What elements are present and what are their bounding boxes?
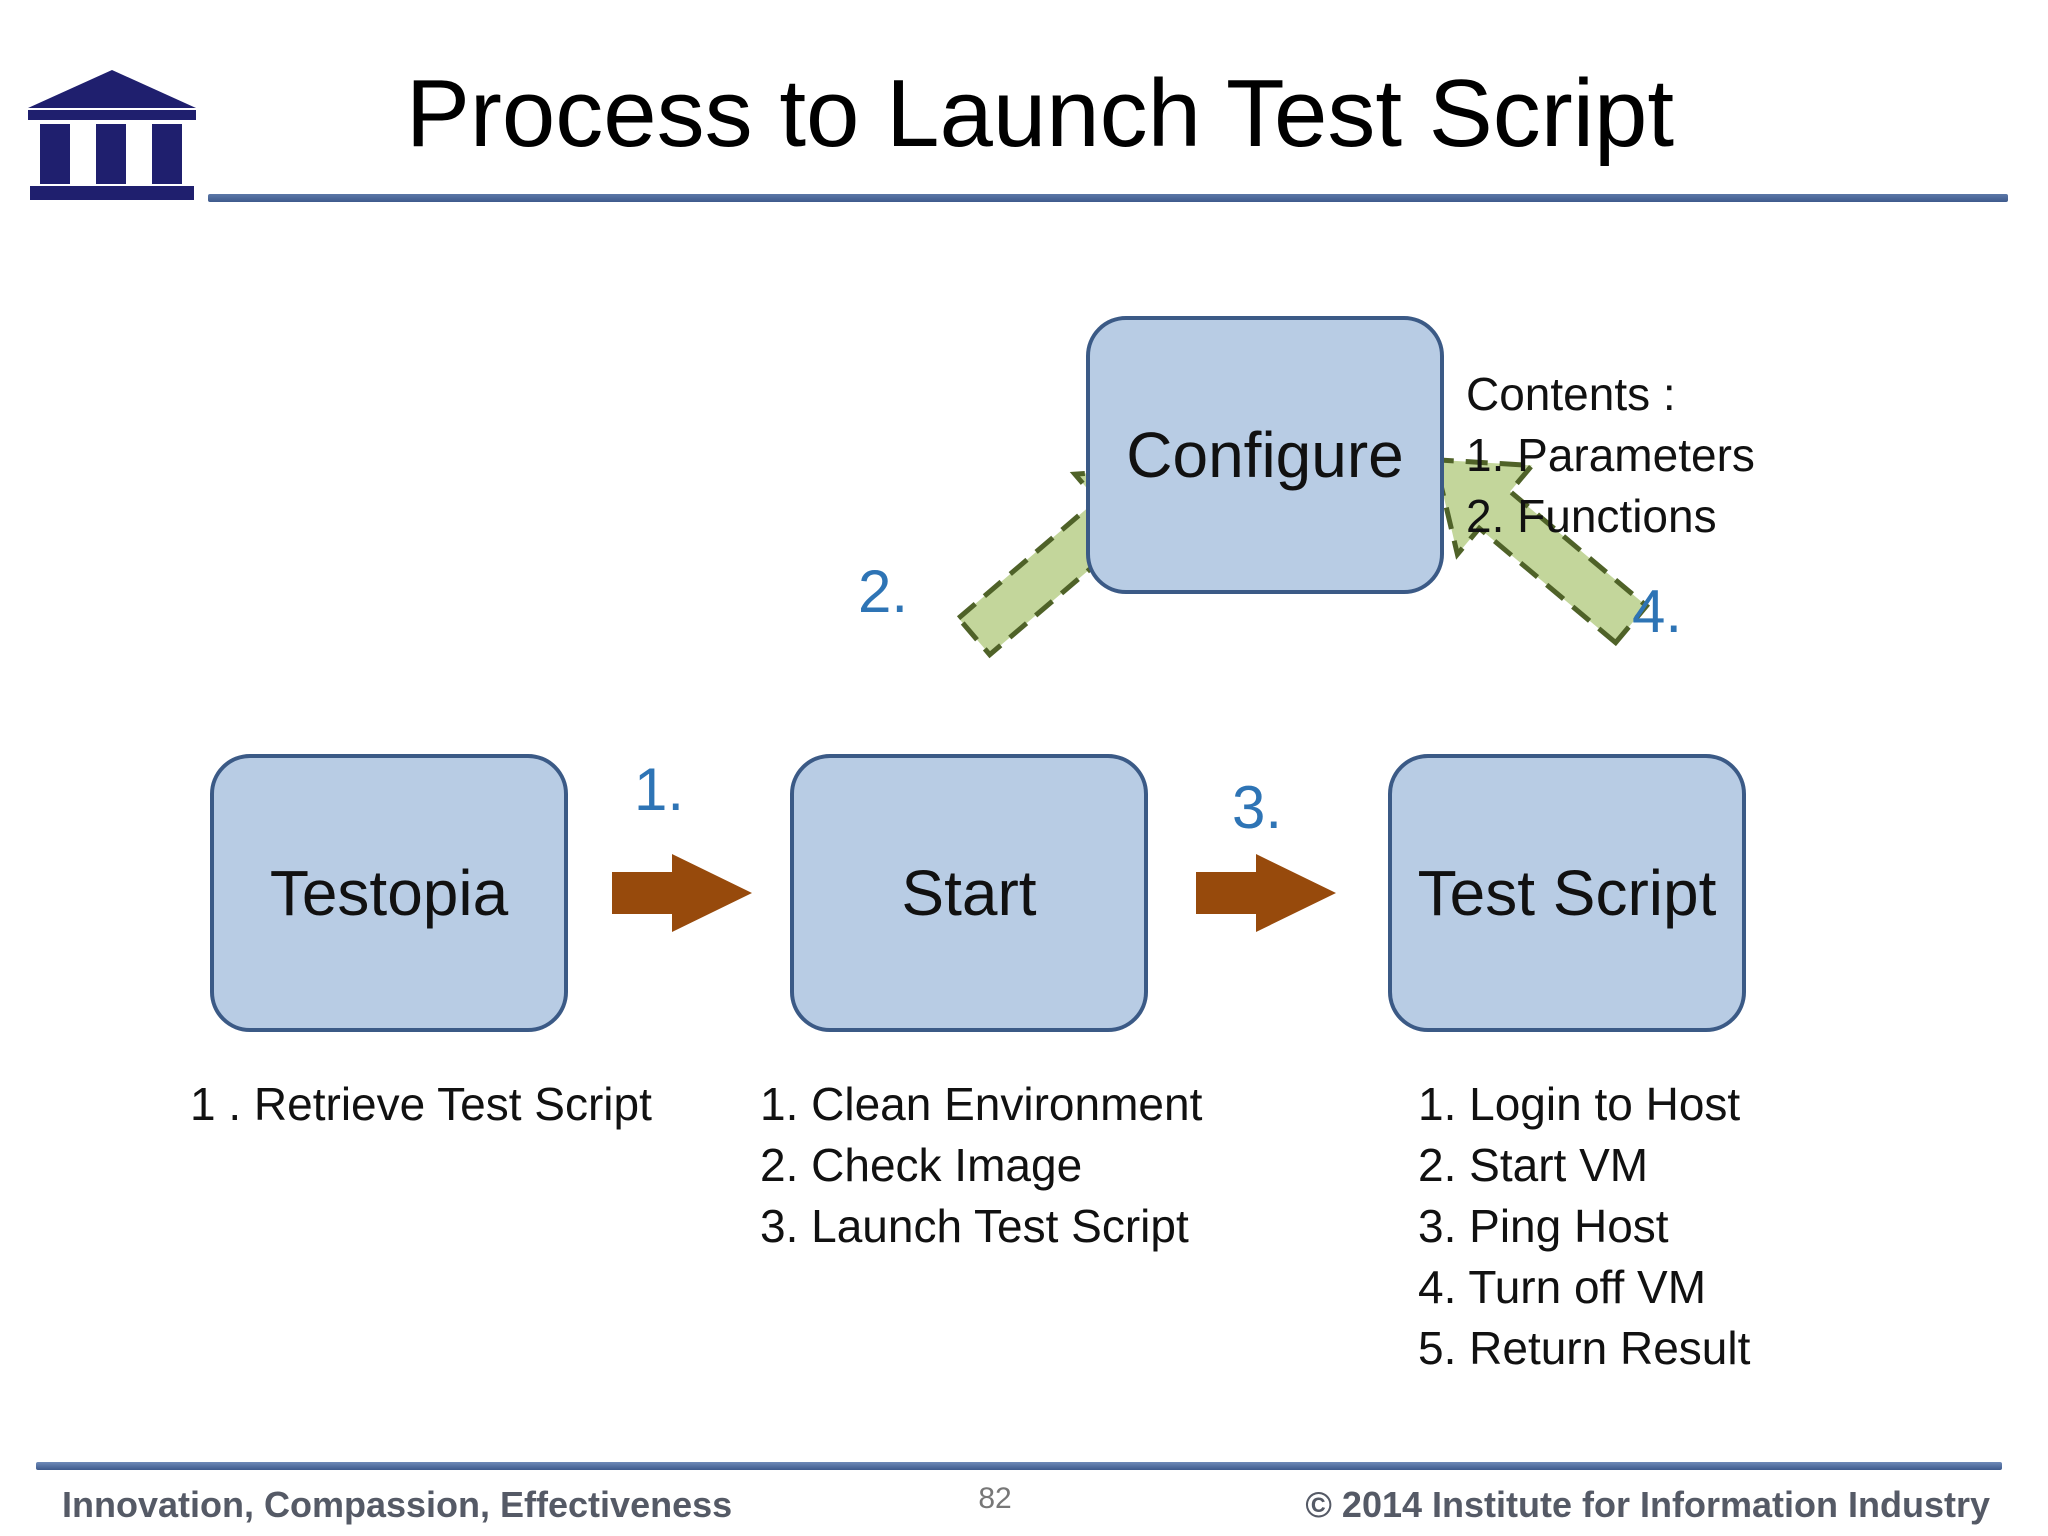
title-divider bbox=[208, 194, 2008, 202]
list-item: 1. Parameters bbox=[1466, 429, 1755, 481]
list-item: 2. Start VM bbox=[1418, 1139, 1649, 1191]
institute-logo bbox=[28, 70, 196, 200]
list-item: 4. Turn off VM bbox=[1418, 1261, 1707, 1313]
step-number-3: 3. bbox=[1232, 774, 1283, 841]
arrow-start-to-test-script bbox=[1196, 854, 1336, 932]
list-item: 1. Login to Host bbox=[1418, 1078, 1741, 1130]
test-script-steps-list: 1. Login to Host 2. Start VM 3. Ping Hos… bbox=[1418, 1074, 1750, 1379]
list-item: Contents : bbox=[1466, 368, 1676, 420]
start-steps-list: 1. Clean Environment 2. Check Image 3. L… bbox=[760, 1074, 1202, 1257]
step-number-1: 1. bbox=[634, 756, 685, 823]
configure-contents-list: Contents : 1. Parameters 2. Functions bbox=[1466, 364, 1755, 547]
arrow-test-script-to-configure bbox=[1431, 457, 1651, 647]
list-item: 3. Launch Test Script bbox=[760, 1200, 1189, 1252]
test-script-box: Test Script bbox=[1388, 754, 1746, 1032]
start-box: Start bbox=[790, 754, 1148, 1032]
list-item: 5. Return Result bbox=[1418, 1322, 1751, 1374]
testopia-steps-list: 1 . Retrieve Test Script bbox=[190, 1074, 652, 1135]
page-number: 82 bbox=[978, 1482, 1012, 1515]
footer-motto: Innovation, Compassion, Effectiveness bbox=[62, 1484, 733, 1525]
list-item: 1. Clean Environment bbox=[760, 1078, 1203, 1130]
list-item: 1 . Retrieve Test Script bbox=[190, 1078, 652, 1130]
footer-divider bbox=[36, 1462, 2002, 1470]
configure-box: Configure bbox=[1086, 316, 1444, 594]
list-item: 2. Check Image bbox=[760, 1139, 1083, 1191]
testopia-box: Testopia bbox=[210, 754, 568, 1032]
step-number-2: 2. bbox=[858, 558, 909, 625]
arrow-testopia-to-start bbox=[612, 854, 752, 932]
list-item: 3. Ping Host bbox=[1418, 1200, 1669, 1252]
footer-copyright: © 2014 Institute for Information Industr… bbox=[1305, 1484, 1990, 1525]
slide-title: Process to Launch Test Script bbox=[405, 60, 1675, 167]
step-number-4: 4. bbox=[1632, 578, 1683, 645]
list-item: 2. Functions bbox=[1466, 490, 1717, 542]
